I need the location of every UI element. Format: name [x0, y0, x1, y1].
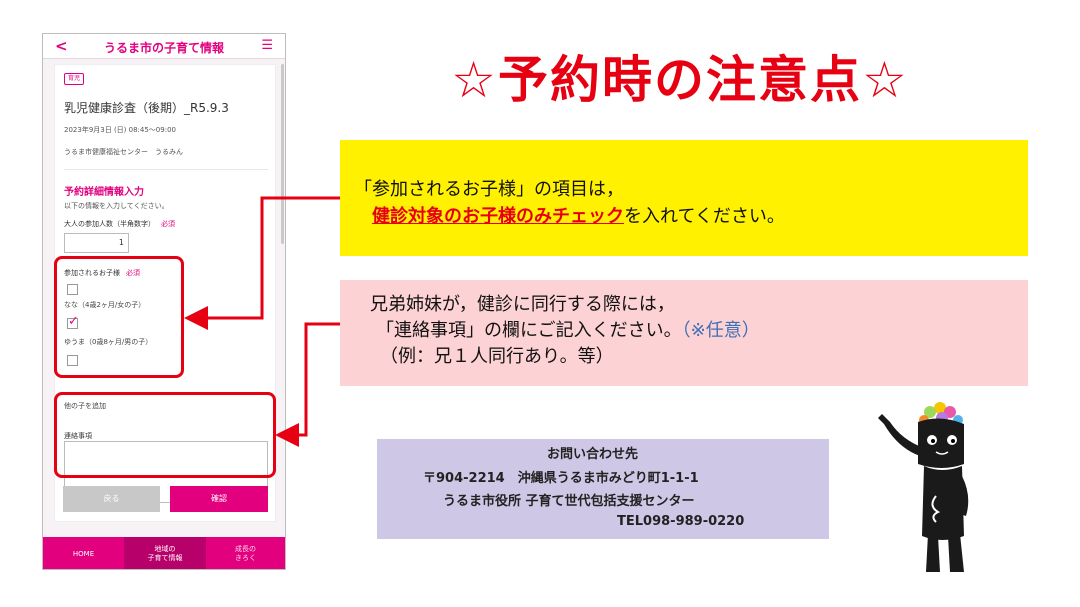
sibling-note-line2-text: 「連絡事項」の欄にご記入ください。	[376, 320, 682, 341]
child-checkbox-nana[interactable]	[67, 284, 78, 295]
confirm-button[interactable]: 確認	[170, 486, 268, 512]
optional-marker: （※任意）	[681, 320, 760, 341]
sibling-note-box: 兄弟姉妹が，健診に同行する際には， 「連絡事項」の欄にご記入ください。（※任意）…	[340, 280, 1028, 386]
contact-highlight-box	[54, 392, 276, 478]
section-title: 予約詳細情報入力	[64, 187, 144, 198]
event-title: 乳児健康診査（後期）_R5.9.3	[64, 101, 229, 115]
tab-local-info[interactable]: 地域の子育て情報	[124, 537, 206, 569]
app-header: < うるま市の子育て情報 ☰	[43, 34, 285, 59]
contact-info-address: 〒904-2214 沖縄県うるま市みどり町1-1-1	[423, 471, 699, 486]
tab-growth-line2: きろく	[235, 554, 256, 562]
children-note-box: 「参加されるお子様」の項目は， 健診対象のお子様のみチェックを入れてください。	[340, 140, 1028, 256]
children-note-line1: 「参加されるお子様」の項目は，	[354, 179, 624, 200]
mascot-illustration	[878, 402, 969, 572]
divider	[64, 169, 268, 170]
section-description: 以下の情報を入力してください。	[64, 202, 169, 210]
child-name-nana: なな（4歳2ヶ月/女の子）	[64, 301, 146, 309]
children-field-label: 参加されるお子様必須	[64, 268, 140, 278]
sibling-note-line1: 兄弟姉妹が，健診に同行する際には，	[370, 294, 675, 315]
sibling-note-example: （例：兄１人同行あり。等）	[380, 346, 614, 367]
event-date: 2023年9月3日 (日) 08:45～09:00	[64, 126, 176, 134]
category-badge: 育児	[64, 73, 85, 85]
scrollbar[interactable]	[281, 64, 284, 244]
app-title: うるま市の子育て情報	[103, 41, 224, 55]
tab-local-line1: 地域の	[154, 545, 176, 553]
children-note-line2: 健診対象のお子様のみチェックを入れてください。	[372, 202, 785, 228]
phone-screenshot: < うるま市の子育て情報 ☰ 育児 乳児健康診査（後期）_R5.9.3 2023…	[42, 33, 286, 570]
contact-info-title: お問い合わせ先	[547, 447, 639, 462]
sibling-note-line2: 「連絡事項」の欄にご記入ください。（※任意）	[376, 316, 760, 342]
children-note-rest: を入れてください。	[624, 206, 785, 227]
tab-growth-record[interactable]: 成長のきろく	[206, 537, 285, 569]
arrow-to-contact	[275, 322, 340, 447]
child-name-yuma: ゆうま（0歳8ヶ月/男の子）	[64, 338, 153, 346]
required-marker: 必須	[161, 220, 175, 228]
adults-label-text: 大人の参加人数（半角数字）	[64, 220, 155, 228]
adults-field-label: 大人の参加人数（半角数字） 必須	[64, 219, 175, 229]
children-highlight-box	[54, 256, 184, 378]
add-child-checkbox[interactable]	[67, 355, 78, 366]
contact-info-tel: TEL098-989-0220	[617, 514, 745, 529]
adults-count-input[interactable]: 1	[64, 233, 129, 253]
tab-growth-line1: 成長の	[235, 545, 256, 553]
main-title: ☆予約時の注意点☆	[451, 51, 909, 109]
child-checkbox-yuma[interactable]	[67, 314, 79, 329]
contact-field-label: 連絡事項	[64, 432, 92, 440]
required-marker: 必須	[126, 269, 140, 277]
contact-info-office: うるま市役所 子育て世代包括支援センター	[443, 494, 695, 509]
bottom-tab-bar: HOME 地域の子育て情報 成長のきろく	[43, 537, 285, 569]
arrow-to-children	[184, 196, 340, 330]
chevron-left-icon[interactable]: <	[55, 37, 68, 55]
children-label-text: 参加されるお子様	[64, 269, 120, 277]
reservation-card: 育児 乳児健康診査（後期）_R5.9.3 2023年9月3日 (日) 08:45…	[54, 64, 276, 522]
add-child-link[interactable]: 他の子を追加	[64, 402, 106, 410]
event-place: うるま市健康福祉センター うるみん	[64, 148, 183, 156]
hamburger-menu-icon[interactable]: ☰	[261, 38, 273, 53]
back-button[interactable]: 戻る	[63, 486, 160, 512]
tab-home-label: HOME	[72, 549, 95, 558]
tab-local-line2: 子育て情報	[147, 554, 183, 562]
contact-info-box: お問い合わせ先 〒904-2214 沖縄県うるま市みどり町1-1-1 うるま市役…	[377, 439, 829, 539]
tab-home[interactable]: HOME	[43, 537, 124, 569]
children-note-emphasis: 健診対象のお子様のみチェック	[372, 206, 624, 227]
